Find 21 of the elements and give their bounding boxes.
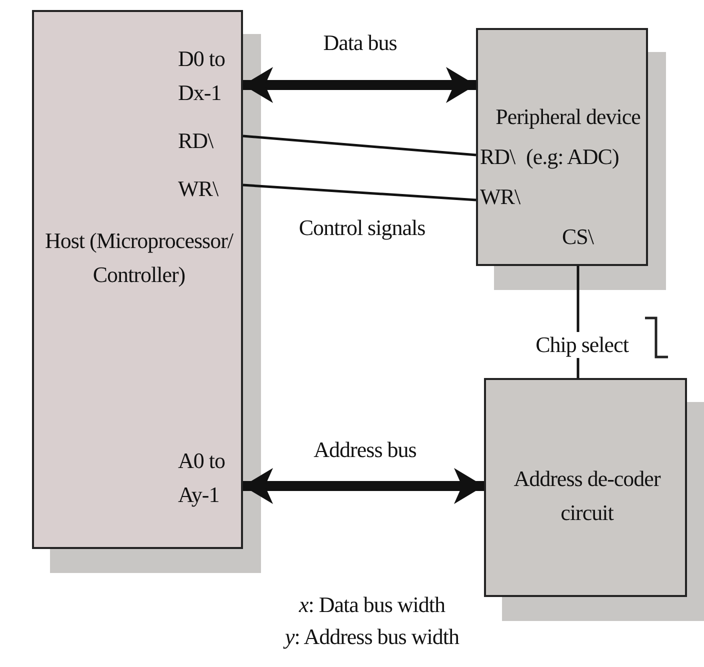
signal-name: CS\ — [562, 223, 594, 251]
bus-arrow — [243, 468, 484, 504]
edge-label: Chip select — [534, 332, 630, 358]
block-box — [32, 10, 243, 549]
block-title: Address de-coder circuit — [512, 465, 662, 527]
block-box — [476, 28, 648, 266]
note-text: x: Data bus width — [298, 591, 446, 619]
signal-name: RD\ — [178, 127, 214, 155]
signal-name: A0 to Ay-1 — [178, 447, 226, 509]
block-title: Peripheral device — [494, 103, 642, 131]
bus-arrow — [243, 67, 476, 103]
note-text: y: Address bus width — [285, 623, 459, 651]
signal-name: WR\ — [178, 175, 218, 203]
signal-name: D0 to Dx-1 — [178, 45, 226, 107]
signal-name: RD\ — [480, 143, 516, 171]
signal-line — [242, 134, 476, 156]
signal-name: (e.g: ADC) — [526, 143, 619, 171]
block-title: Host (Microprocessor/ Controller) — [44, 227, 234, 289]
block-box — [484, 378, 687, 597]
signal-name: WR\ — [480, 183, 520, 211]
signal-line — [242, 184, 476, 202]
